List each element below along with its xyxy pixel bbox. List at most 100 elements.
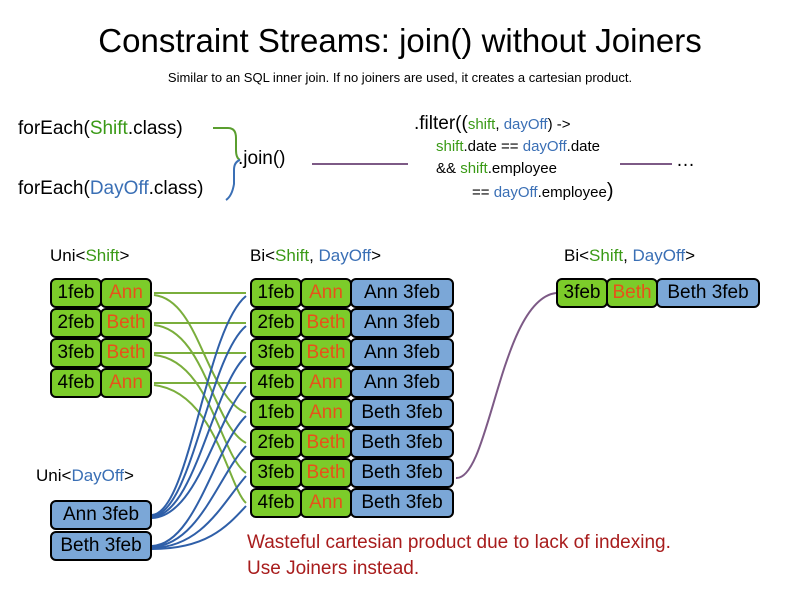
- hdr-bi-right-a: Bi<: [564, 246, 590, 265]
- filter-l4-end: .employee: [537, 184, 607, 201]
- cartesian-date-cell: 1feb: [250, 398, 302, 428]
- cartesian-employee-cell: Ann: [300, 368, 352, 398]
- hdr-bi-mid-comma: ,: [309, 246, 319, 265]
- cartesian-dayoff-cell: Ann 3feb: [350, 278, 454, 308]
- filter-l2-dayoff: dayOff: [522, 138, 567, 155]
- cartesian-date-cell: 3feb: [250, 458, 302, 488]
- cartesian-employee-cell: Beth: [300, 458, 352, 488]
- header-bi-right: Bi<Shift, DayOff>: [564, 246, 695, 266]
- shift-employee-cell: Beth: [100, 338, 152, 368]
- filter-l2-mid: .date ==: [463, 138, 523, 155]
- link-dayoff1-bi2: [151, 325, 247, 517]
- filter-l3-end: .employee: [487, 160, 557, 177]
- ellipsis-continuation: …: [676, 150, 696, 171]
- hdr-bi-mid-a: Bi<: [250, 246, 276, 265]
- foreach-dayoff-suffix: .class): [148, 178, 204, 199]
- filter-l2-end: .date: [566, 138, 601, 155]
- cartesian-dayoff-cell: Beth 3feb: [350, 398, 454, 428]
- filter-l3-shift: shift: [460, 160, 488, 177]
- hdr-uni-shift-a: Uni<: [50, 246, 86, 265]
- warning-text: Wasteful cartesian product due to lack o…: [247, 530, 671, 582]
- link-dayoff2-bi8: [151, 505, 247, 550]
- shift-date-cell: 3feb: [50, 338, 102, 368]
- foreach-dayoff-code: forEach(DayOff.class): [18, 178, 204, 200]
- cartesian-date-cell: 3feb: [250, 338, 302, 368]
- cartesian-date-cell: 4feb: [250, 368, 302, 398]
- shift-date-cell: 1feb: [50, 278, 102, 308]
- filter-line-3: && shift.employee: [436, 158, 614, 180]
- filter-l4-dayoff: dayOff: [493, 184, 538, 201]
- cartesian-employee-cell: Beth: [300, 338, 352, 368]
- warning-line-2: Use Joiners instead.: [247, 558, 420, 579]
- filter-line-2: shift.date == dayOff.date: [436, 136, 614, 158]
- cartesian-dayoff-cell: Ann 3feb: [350, 338, 454, 368]
- filter-line-1: .filter((shift, dayOff) ->: [414, 113, 614, 136]
- page-title: Constraint Streams: join() without Joine…: [98, 22, 702, 59]
- result-date-cell: 3feb: [556, 278, 608, 308]
- cartesian-date-cell: 2feb: [250, 308, 302, 338]
- cartesian-employee-cell: Ann: [300, 488, 352, 518]
- link-dayoff1-bi4: [151, 385, 247, 519]
- hdr-uni-dayoff-a: Uni<: [36, 466, 72, 485]
- filter-param-comma: ,: [495, 116, 504, 133]
- foreach-shift-prefix: forEach(: [18, 118, 90, 139]
- filter-open: .filter((: [414, 113, 468, 134]
- cartesian-dayoff-cell: Beth 3feb: [350, 488, 454, 518]
- shift-date-cell: 4feb: [50, 368, 102, 398]
- link-shift3-bi7: [153, 354, 247, 474]
- link-dayoff2-bi6: [151, 445, 247, 548]
- brace-shift-to-join: [213, 127, 241, 161]
- foreach-shift-type: Shift: [89, 118, 128, 139]
- hdr-uni-shift-type: Shift: [85, 246, 120, 265]
- page-subtitle: Similar to an SQL inner join. If no join…: [167, 70, 633, 85]
- cartesian-dayoff-cell: Beth 3feb: [350, 428, 454, 458]
- hdr-bi-mid-t2: DayOff: [318, 246, 372, 265]
- filter-arrow: ) ->: [547, 116, 571, 133]
- filter-param-dayoff: dayOff: [503, 116, 548, 133]
- header-uni-dayoff: Uni<DayOff>: [36, 466, 134, 486]
- shift-employee-cell: Ann: [100, 368, 152, 398]
- foreach-shift-suffix: .class): [127, 118, 183, 139]
- link-dayoff1-bi1: [151, 295, 247, 516]
- link-dayoff2-bi7: [151, 475, 247, 549]
- shift-date-cell: 2feb: [50, 308, 102, 338]
- hdr-uni-dayoff-b: >: [124, 466, 134, 485]
- link-filtered-to-result: [455, 292, 557, 480]
- shift-employee-cell: Beth: [100, 308, 152, 338]
- link-dayoff2-bi5: [151, 415, 247, 547]
- foreach-dayoff-type: DayOff: [89, 178, 149, 199]
- filter-code-block: .filter((shift, dayOff) -> shift.date ==…: [414, 113, 614, 204]
- filter-l3-and: &&: [436, 160, 461, 177]
- hdr-bi-right-comma: ,: [623, 246, 633, 265]
- cartesian-dayoff-cell: Beth 3feb: [350, 458, 454, 488]
- foreach-dayoff-prefix: forEach(: [18, 178, 90, 199]
- cartesian-date-cell: 4feb: [250, 488, 302, 518]
- cartesian-employee-cell: Ann: [300, 398, 352, 428]
- dayoff-box: Ann 3feb: [50, 500, 152, 530]
- shift-employee-cell: Ann: [100, 278, 152, 308]
- result-employee-cell: Beth: [606, 278, 658, 308]
- hdr-bi-mid-t1: Shift: [275, 246, 310, 265]
- hdr-bi-mid-b: >: [371, 246, 382, 265]
- warning-line-1: Wasteful cartesian product due to lack o…: [247, 532, 671, 553]
- cartesian-employee-cell: Beth: [300, 428, 352, 458]
- hdr-bi-right-t1: Shift: [589, 246, 624, 265]
- link-shift2-bi6: [153, 324, 247, 444]
- cartesian-date-cell: 2feb: [250, 428, 302, 458]
- filter-param-shift: shift: [467, 116, 496, 133]
- cartesian-employee-cell: Beth: [300, 308, 352, 338]
- join-call-label: .join(): [238, 148, 286, 169]
- hdr-uni-dayoff-type: DayOff: [71, 466, 125, 485]
- result-dayoff-cell: Beth 3feb: [656, 278, 760, 308]
